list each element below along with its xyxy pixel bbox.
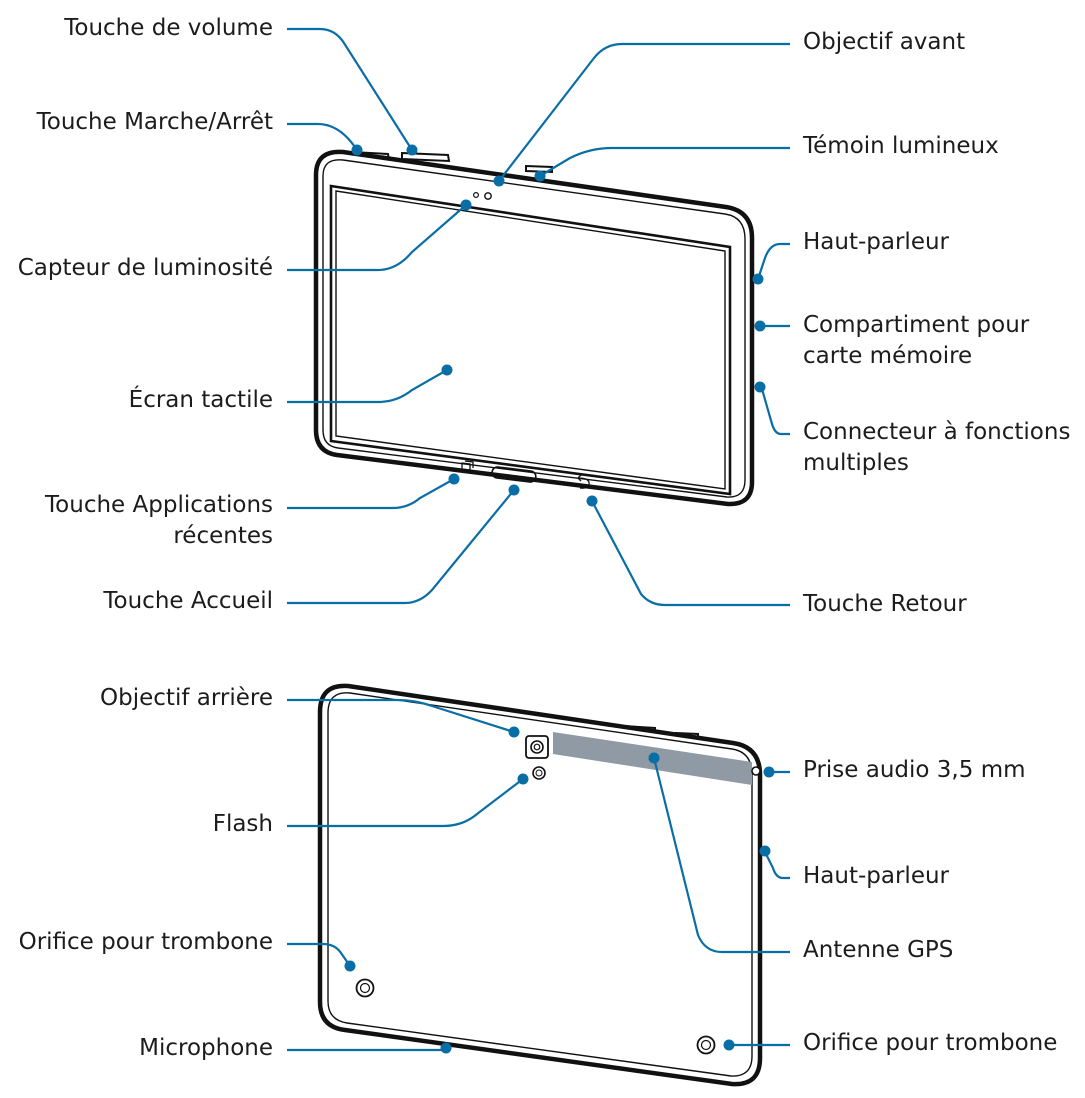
leader-speaker-front	[756, 242, 790, 280]
leader-dot-multipurpose-jack	[754, 381, 766, 393]
leader-rear-camera	[287, 698, 515, 734]
rear-camera-lens	[530, 740, 544, 754]
back-glyph	[577, 474, 590, 489]
label-volume-key: Touche de volume	[64, 15, 273, 41]
label-headset-jack: Prise audio 3,5 mm	[803, 757, 1026, 783]
front-bezel-line	[322, 159, 746, 498]
front-callouts	[287, 27, 790, 607]
label-recent-apps-line1: Touche Applications	[45, 492, 273, 518]
home-key-shape	[491, 466, 537, 483]
rear-callouts	[287, 698, 790, 1054]
leader-dot-home-key	[508, 484, 520, 496]
label-back-key: Touche Retour	[803, 591, 967, 617]
leader-dot-recent-apps	[448, 473, 460, 485]
screen-inner-line	[335, 190, 726, 490]
front-tablet	[313, 149, 755, 507]
label-multipurpose-line1: Connecteur à fonctions	[803, 419, 1071, 445]
leader-dot-headset-jack	[763, 766, 775, 778]
rear-camera-lens-inner	[533, 743, 541, 751]
leader-dot-pin-hole-right	[723, 1039, 735, 1051]
leader-multipurpose-jack	[760, 388, 790, 436]
top-slot-shape	[525, 164, 553, 174]
label-recent-apps-line2: récentes	[173, 523, 273, 549]
leader-dot-touch-screen	[441, 364, 453, 376]
label-light-sensor: Capteur de luminosité	[17, 255, 273, 281]
leader-home-key	[287, 489, 515, 605]
label-notification-light: Témoin lumineux	[803, 133, 999, 159]
leader-dot-flash	[517, 773, 529, 785]
label-pin-hole-left: Orifice pour trombone	[18, 929, 273, 955]
leader-dot-speaker-front	[752, 273, 764, 285]
leader-dot-speaker-rear	[759, 845, 771, 857]
leader-dot-volume-key	[406, 144, 418, 156]
leader-front-camera	[498, 42, 790, 182]
label-recent-apps-key: Touche Applications récentes	[45, 490, 273, 552]
front-camera-shape	[484, 192, 492, 200]
leader-dot-pin-hole-left	[344, 960, 356, 972]
light-sensor-dot	[473, 192, 480, 199]
leader-gps-antenna	[653, 761, 790, 954]
leader-dot-front-camera	[493, 175, 505, 187]
label-speaker-rear: Haut-parleur	[803, 863, 950, 889]
touch-screen-area	[329, 184, 732, 496]
leader-dot-notification-light	[534, 170, 546, 182]
leader-recent-apps	[287, 478, 455, 510]
leader-speaker-rear	[765, 853, 790, 880]
label-flash: Flash	[212, 811, 273, 837]
leader-power-key	[287, 122, 358, 151]
label-memory-card-line1: Compartiment pour	[803, 312, 1030, 338]
recent-apps-glyph	[461, 460, 474, 471]
leader-dot-light-sensor	[460, 199, 472, 211]
leader-dot-gps-antenna	[648, 752, 660, 764]
leader-dot-memory-card	[754, 320, 766, 332]
label-pin-hole-right: Orifice pour trombone	[803, 1030, 1058, 1056]
leader-touch-screen	[287, 369, 448, 404]
flash-shape	[532, 766, 546, 780]
flash-inner	[535, 769, 543, 777]
pin-hole-right-shape	[696, 1035, 716, 1055]
label-speaker-front: Haut-parleur	[803, 229, 950, 255]
label-power-key: Touche Marche/Arrêt	[36, 109, 273, 135]
rear-tablet	[317, 683, 763, 1087]
label-microphone: Microphone	[139, 1035, 273, 1061]
headset-jack-shape	[751, 766, 761, 776]
label-multipurpose-jack: Connecteur à fonctions multiples	[803, 417, 1070, 479]
rear-body-outline	[317, 683, 763, 1087]
label-memory-card-line2: carte mémoire	[803, 343, 973, 369]
leader-light-sensor	[287, 204, 467, 272]
pin-hole-left-shape	[355, 978, 375, 998]
label-memory-card-slot: Compartiment pour carte mémoire	[803, 310, 1029, 372]
leader-flash	[287, 778, 524, 828]
leader-dot-rear-camera	[508, 726, 520, 738]
leader-dot-microphone	[440, 1042, 452, 1054]
label-front-camera: Objectif avant	[803, 29, 966, 55]
label-gps-antenna: Antenne GPS	[803, 937, 954, 963]
leader-back-key	[591, 500, 790, 607]
leader-volume-key	[287, 27, 413, 151]
leader-notification-light	[539, 146, 790, 177]
label-multipurpose-line2: multiples	[803, 450, 909, 476]
label-home-key: Touche Accueil	[103, 588, 273, 614]
label-touch-screen: Écran tactile	[128, 387, 273, 413]
rear-camera-shape	[525, 735, 549, 759]
pin-hole-left-inner	[359, 982, 371, 994]
label-rear-camera: Objectif arrière	[100, 685, 273, 711]
pin-hole-right-inner	[700, 1039, 712, 1051]
leader-pin-hole-left	[287, 942, 351, 967]
leader-dot-back-key	[586, 495, 598, 507]
leader-dot-power-key	[351, 144, 363, 156]
